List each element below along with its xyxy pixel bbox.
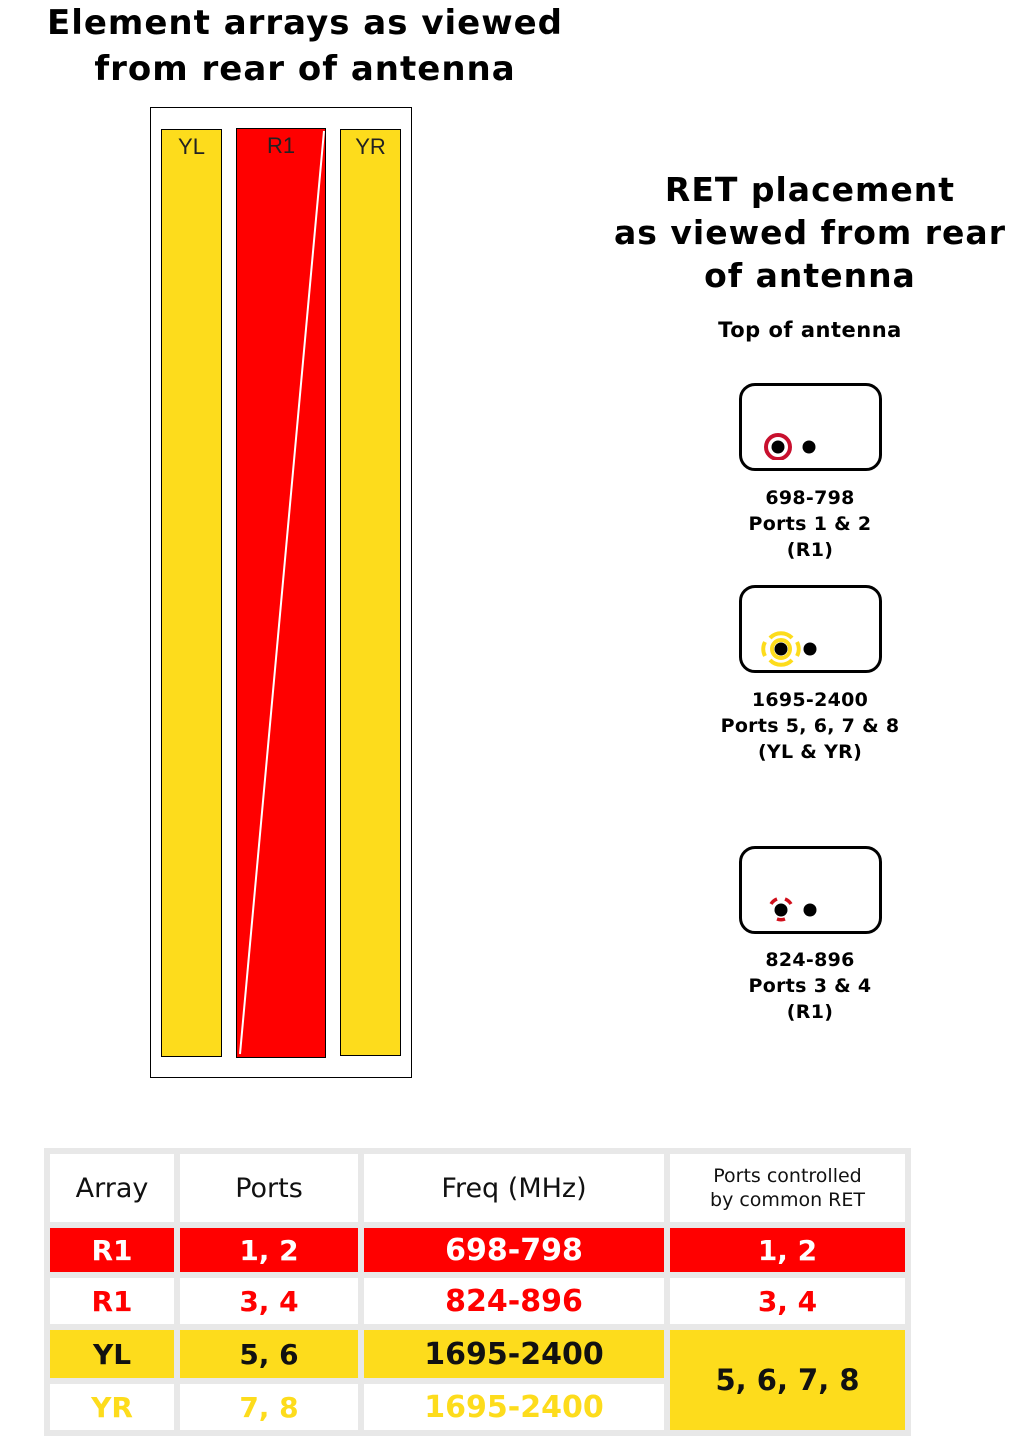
array-yr: YR	[340, 129, 401, 1056]
table-row-2-common: 3, 4	[670, 1278, 905, 1324]
ret-unit-824-896	[739, 846, 882, 934]
table-row-1-ports: 1, 2	[180, 1228, 358, 1272]
ret-array: (YL & YR)	[757, 741, 863, 763]
table-row-4-ports: 7, 8	[180, 1384, 358, 1430]
ret-connector-icon	[764, 433, 816, 460]
ret-connector-icon	[761, 631, 817, 667]
table-header-common-ret: Ports controlled by common RET	[670, 1154, 905, 1222]
table-row-3-array: YL	[50, 1330, 174, 1378]
array-yl-label: YL	[178, 134, 205, 159]
element-arrays-title-line1: Element arrays as viewed	[46, 3, 564, 43]
ret-placement-title-line3: of antenna	[704, 256, 916, 295]
ret-unit-1695-2400	[739, 585, 882, 673]
table-header-common-ret-line1: Ports controlled	[713, 1165, 862, 1187]
array-yl: YL	[161, 129, 222, 1057]
array-yr-label: YR	[355, 134, 386, 159]
antenna-outline	[150, 107, 412, 1078]
ret-placement-title: RET placement as viewed from rear of ant…	[590, 168, 1026, 297]
ret-placement-title-line2: as viewed from rear	[614, 213, 1006, 252]
ret-ports: Ports 5, 6, 7 & 8	[720, 715, 900, 737]
ret-ports: Ports 3 & 4	[748, 975, 872, 997]
table-row-1-freq: 698-798	[364, 1228, 664, 1272]
ret-caption-1695-2400: 1695-2400 Ports 5, 6, 7 & 8 (YL & YR)	[690, 687, 930, 765]
table-header-ports: Ports	[180, 1154, 358, 1222]
ret-ports: Ports 1 & 2	[748, 513, 872, 535]
table-row-1-common: 1, 2	[670, 1228, 905, 1272]
ret-freq: 824-896	[765, 949, 855, 971]
table-header-common-ret-line2: by common RET	[710, 1189, 865, 1211]
table-row-3-ports: 5, 6	[180, 1330, 358, 1378]
ret-freq: 1695-2400	[751, 689, 869, 711]
table-row-3-freq: 1695-2400	[364, 1330, 664, 1378]
ret-connector-icon	[769, 897, 817, 922]
ret-caption-824-896: 824-896 Ports 3 & 4 (R1)	[690, 947, 930, 1025]
element-arrays-title: Element arrays as viewed from rear of an…	[0, 0, 610, 92]
table-row-1-array: R1	[50, 1228, 174, 1272]
table-row-3-4-common: 5, 6, 7, 8	[670, 1330, 905, 1430]
table-header-array: Array	[50, 1154, 174, 1222]
table-row-2-freq: 824-896	[364, 1278, 664, 1324]
table-row-4-freq: 1695-2400	[364, 1384, 664, 1430]
electrical-tilt-line	[239, 130, 325, 1055]
ret-array: (R1)	[786, 539, 834, 561]
ret-freq: 698-798	[765, 487, 855, 509]
table-row-2-ports: 3, 4	[180, 1278, 358, 1324]
ret-caption-698-798: 698-798 Ports 1 & 2 (R1)	[690, 485, 930, 563]
top-of-antenna-label: Top of antenna	[718, 318, 902, 342]
port-table: Array Ports Freq (MHz) Ports controlled …	[44, 1148, 911, 1436]
table-header-freq: Freq (MHz)	[364, 1154, 664, 1222]
element-arrays-title-line2: from rear of antenna	[94, 49, 516, 89]
table-row-4-array: YR	[50, 1384, 174, 1430]
array-r1-label: R1	[266, 133, 296, 158]
ret-placement-title-line1: RET placement	[664, 170, 956, 209]
ret-array: (R1)	[786, 1001, 834, 1023]
table-row-2-array: R1	[50, 1278, 174, 1324]
ret-unit-698-798	[739, 383, 882, 471]
